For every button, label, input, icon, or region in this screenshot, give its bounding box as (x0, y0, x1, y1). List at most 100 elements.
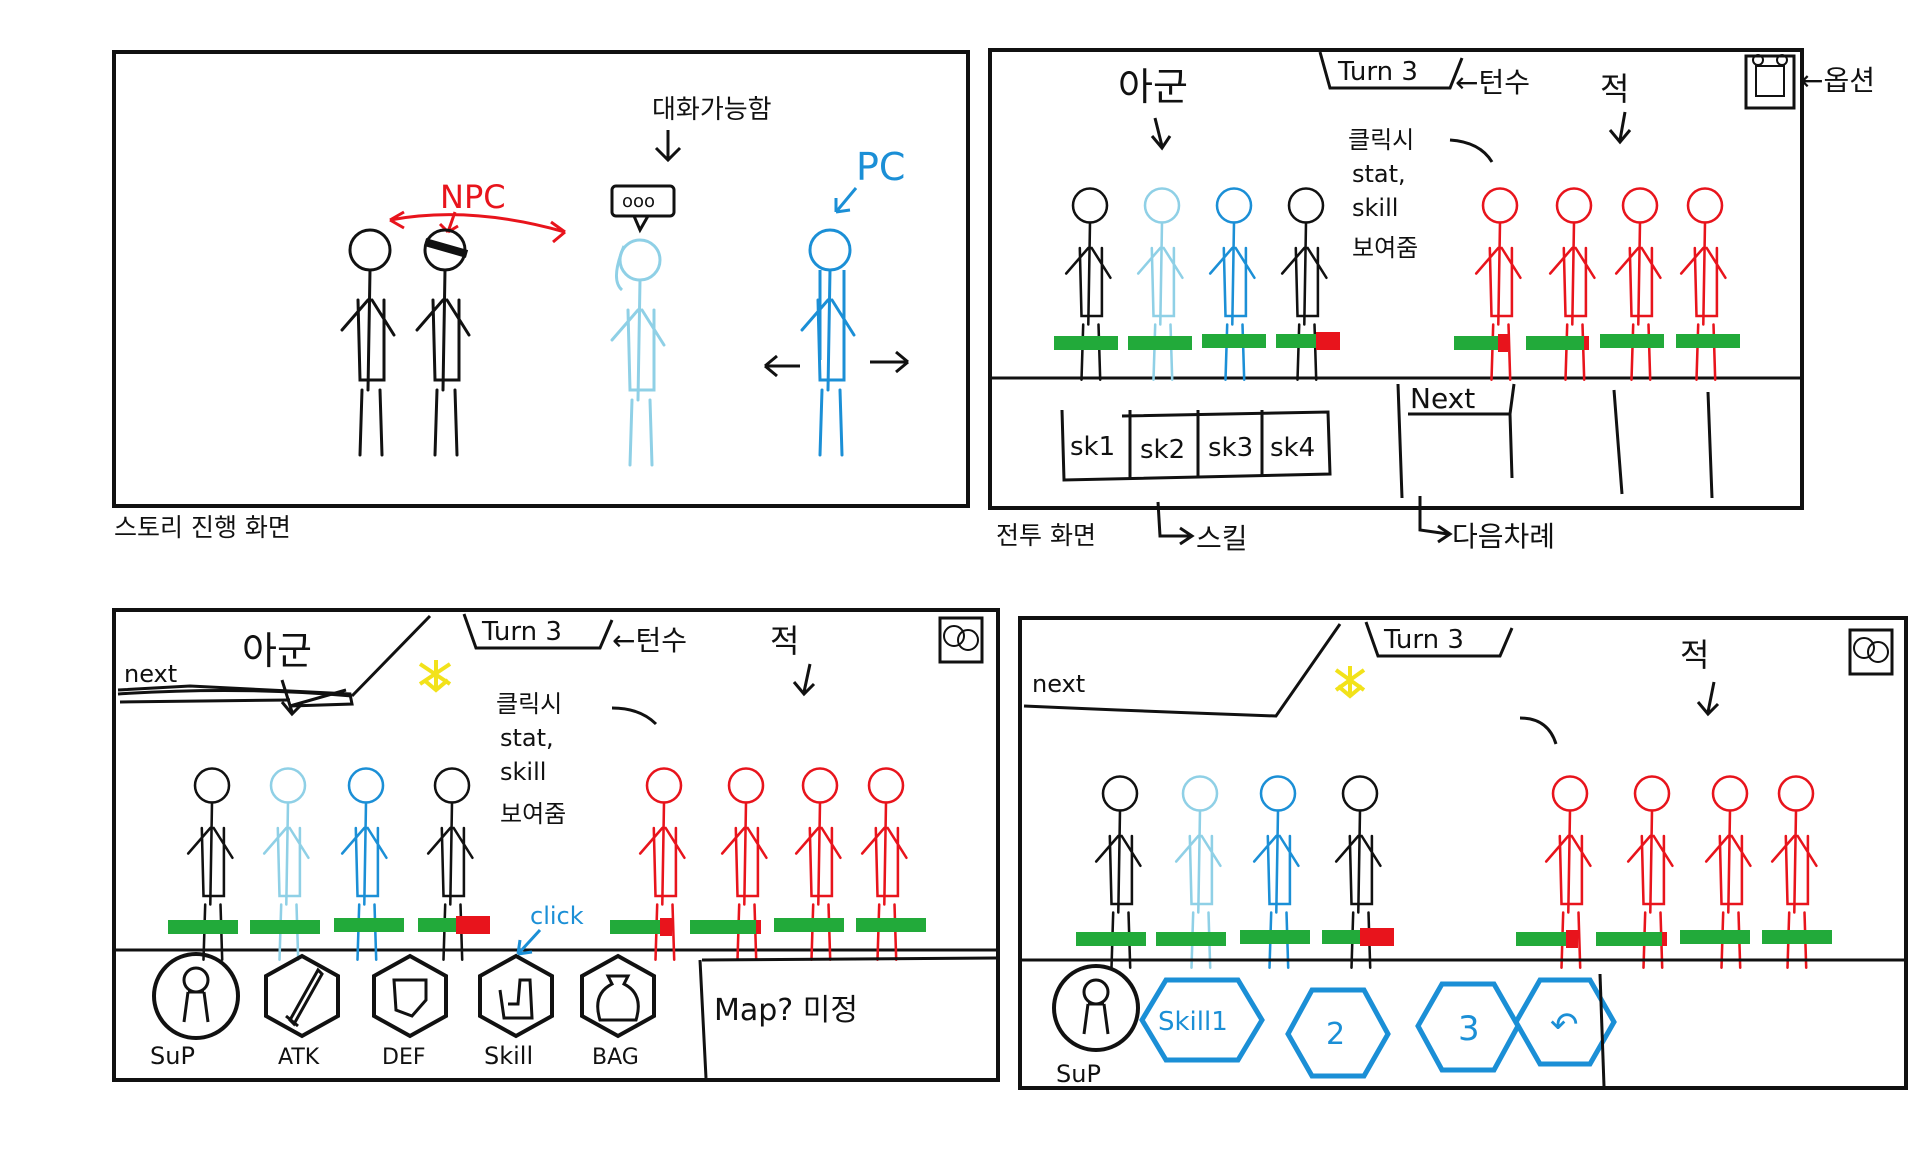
skill-sup-label: SuP (1056, 1060, 1101, 1088)
skill-frame (1018, 616, 1908, 1090)
skill-option-bear-icon[interactable] (1848, 628, 1894, 676)
menu-click-note-arrow (611, 706, 658, 726)
map-area (698, 956, 997, 1079)
hp-bar-damage (456, 916, 490, 934)
hp-bar (168, 920, 238, 934)
hp-bar (1680, 930, 1750, 944)
menu-click-note-line-2: stat, (500, 724, 554, 752)
hp-bar (1596, 932, 1662, 946)
hex-skill-1-button[interactable]: Skill1 (1139, 977, 1265, 1063)
hp-bar (1128, 336, 1192, 350)
menu-next-button[interactable]: next (124, 660, 177, 688)
skill-menu-label: Skill (484, 1042, 533, 1070)
talkable-arrow (654, 130, 682, 163)
speech-bubble-dots: ооо (622, 191, 655, 212)
hp-bar (1762, 930, 1832, 944)
menu-turn-label: Turn 3 (481, 617, 562, 647)
menu-click-note-line-1: 클릭시 (496, 690, 562, 718)
hp-bar (418, 918, 458, 932)
skill-menu-button[interactable]: Skill (478, 953, 554, 1070)
story-caption: 스토리 진행 화면 (114, 513, 291, 542)
battle-ally-2[interactable] (1136, 187, 1184, 382)
skill-button-2-label: sk2 (1140, 435, 1185, 465)
skill-button-1[interactable]: sk1 (1070, 432, 1115, 462)
hp-bar (856, 918, 926, 932)
atk-button[interactable]: ATK (264, 953, 340, 1070)
battle-enemy-2[interactable] (1548, 187, 1596, 382)
sup-button[interactable]: SuP (150, 952, 240, 1070)
skill-button-2[interactable]: sk2 (1140, 435, 1185, 465)
skill-sup-button[interactable]: SuP (1052, 964, 1140, 1088)
click-note-arrow (1449, 138, 1494, 163)
talkable-label: 대화가능함 (652, 95, 772, 125)
back-arrow-icon: ↶ (1550, 1005, 1579, 1045)
speech-bubble (610, 184, 676, 218)
skill-button-4-label: sk4 (1270, 433, 1315, 463)
skill-enemy-label: 적 (1680, 636, 1709, 674)
skill-next-button[interactable]: next (1032, 670, 1085, 698)
skill-turn-label: Turn 3 (1383, 625, 1464, 655)
option-bear-icon[interactable] (1744, 54, 1796, 110)
menu-enemy-arrow (792, 663, 816, 697)
next-note-arrow (1418, 496, 1453, 544)
skill-next-label: next (1032, 670, 1085, 698)
battle-enemy-3[interactable] (1614, 187, 1662, 382)
skill-hp-bars (1076, 928, 1832, 948)
next-note: 다음차례 (1452, 520, 1555, 553)
sup-icon (152, 952, 240, 1040)
menu-click-note: 클릭시 stat, skill 보여줌 (496, 690, 566, 828)
ally-arrow (1150, 117, 1172, 151)
hp-bar (1156, 932, 1226, 946)
skill-button-3[interactable]: sk3 (1208, 433, 1253, 463)
battle-hp-bars (1054, 332, 1740, 352)
def-label: DEF (382, 1045, 426, 1070)
hex-skill-3-button[interactable]: 3 (1415, 981, 1521, 1073)
skill-button-3-label: sk3 (1208, 433, 1253, 463)
sup-label: SuP (150, 1042, 195, 1070)
menu-ally-arrow (280, 679, 304, 717)
turn-tab (1318, 51, 1464, 90)
menu-panel: next 아군 Turn 3 ←턴수 적 클릭시 stat, skill 보여줌 (112, 608, 1000, 1082)
menu-option-bear-icon[interactable] (938, 616, 984, 664)
menu-cursor-icon (418, 660, 452, 693)
menu-click-note-line-3: skill (500, 758, 546, 786)
hp-bar (1276, 334, 1316, 348)
battle-enemy-4[interactable] (1679, 187, 1727, 382)
skill-bar (1060, 409, 1332, 482)
skill-note-arrow (1156, 501, 1195, 546)
menu-turn-note: ←턴수 (612, 624, 687, 657)
hp-bar (610, 920, 662, 934)
skill-cursor-icon (1334, 666, 1366, 699)
skill-button-1-label: sk1 (1070, 432, 1115, 462)
pc-figure (800, 228, 856, 457)
skill-right-area (1598, 973, 1606, 1087)
click-label: click (530, 902, 584, 930)
battle-ally-1[interactable] (1064, 187, 1112, 382)
pc-move-left-arrow (764, 354, 800, 378)
def-button[interactable]: DEF (372, 953, 448, 1070)
next-button[interactable]: Next (1410, 382, 1475, 415)
menu-next-tab (117, 684, 354, 708)
click-note-line-4: 보여줌 (1352, 234, 1418, 262)
atk-sword-icon (285, 967, 324, 1028)
pc-arrow (834, 187, 858, 214)
skill-button-4[interactable]: sk4 (1270, 433, 1315, 463)
def-shield-icon (392, 978, 428, 1018)
hp-bar (1240, 930, 1310, 944)
bag-button[interactable]: BAG (580, 953, 656, 1070)
hex-skill-2-button[interactable]: 2 (1285, 987, 1391, 1079)
hp-bar-damage (660, 918, 672, 936)
skill-next-divider (1023, 623, 1342, 718)
skill-panel: next Turn 3 적 (1018, 616, 1908, 1090)
hex-skill-1-label: Skill1 (1158, 1007, 1228, 1037)
skill-sup-icon (1052, 964, 1140, 1052)
battle-ally-3[interactable] (1208, 187, 1256, 382)
enemy-label: 적 (1600, 70, 1629, 108)
hp-bar (1322, 930, 1362, 944)
battle-ally-4[interactable] (1280, 187, 1328, 382)
hp-bar-damage (1360, 928, 1394, 946)
ally-label: 아군 (1118, 65, 1188, 109)
atk-label: ATK (278, 1045, 320, 1070)
back-button[interactable]: ↶ (1513, 977, 1617, 1067)
hp-bar (1076, 932, 1146, 946)
